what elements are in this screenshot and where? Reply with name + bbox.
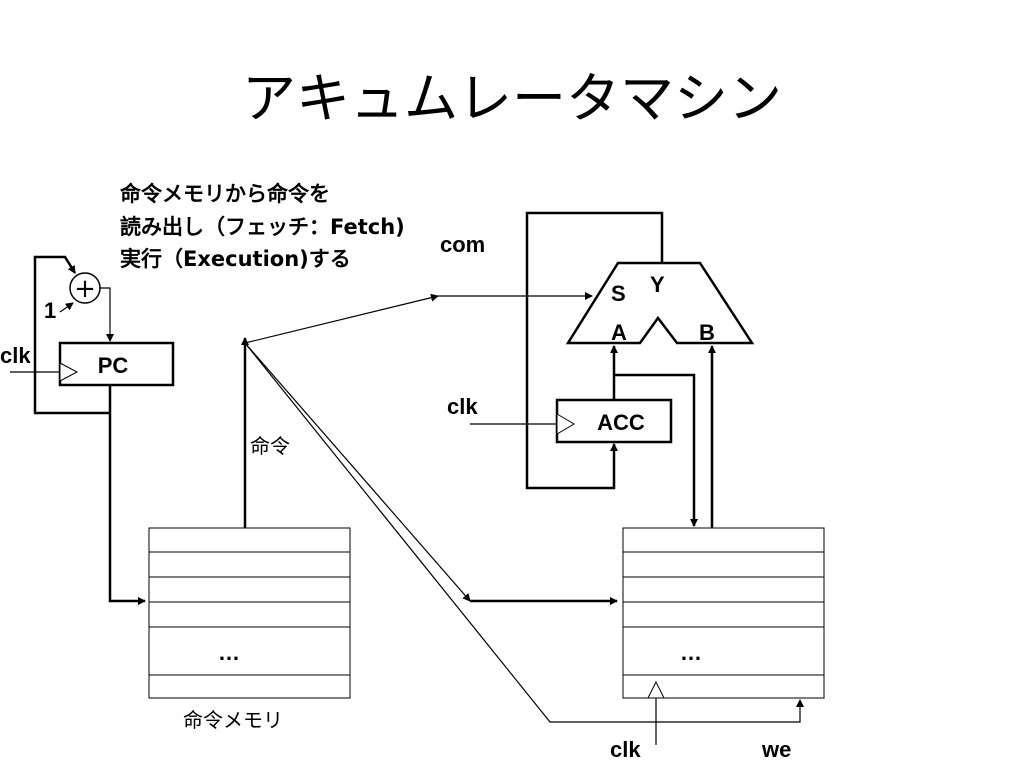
pc-to-inst-mem-wire (108, 385, 146, 605)
inst-mem-label: 命令メモリ (183, 708, 283, 732)
pc-label: PC (98, 353, 129, 378)
alu-s-label: S (611, 281, 626, 306)
acc-label: ACC (597, 410, 645, 435)
we-wire (244, 342, 804, 723)
address-wire-1 (244, 342, 471, 602)
slide-title: アキュムレータマシン (242, 67, 782, 130)
acc-to-data-mem-wire (614, 373, 698, 527)
alu-output-wire (525, 211, 664, 490)
alu-y-label: Y (650, 272, 665, 297)
increment-one-label: 1 (44, 298, 56, 323)
adder-to-pc-wire (100, 287, 114, 342)
acc-clk-label: clk (447, 394, 478, 419)
pc-feedback-wire (33, 255, 110, 415)
pc-clk-label: clk (0, 343, 31, 368)
increment-one-arrow (59, 302, 74, 313)
data-mem-clk-label: clk (610, 737, 641, 762)
description-line-2: 読み出し（フェッチ：Fetch) (120, 215, 405, 239)
description-line-3: 実行（Execution)する (120, 247, 351, 271)
alu (565, 261, 755, 345)
data-mem-ellipsis: … (680, 640, 702, 665)
data-memory (622, 527, 825, 699)
instruction-label: 命令 (250, 434, 290, 458)
adder-symbol: + (74, 274, 96, 304)
we-label: we (761, 737, 791, 762)
inst-mem-ellipsis: … (218, 640, 240, 665)
instruction-memory (148, 527, 351, 699)
com-label: com (440, 232, 485, 257)
alu-b-label: B (699, 320, 715, 345)
alu-a-label: A (611, 320, 627, 345)
com-wire-1 (244, 293, 439, 344)
description-line-1: 命令メモリから命令を (120, 182, 330, 206)
acc-register (555, 398, 673, 444)
pc-register (58, 341, 175, 387)
